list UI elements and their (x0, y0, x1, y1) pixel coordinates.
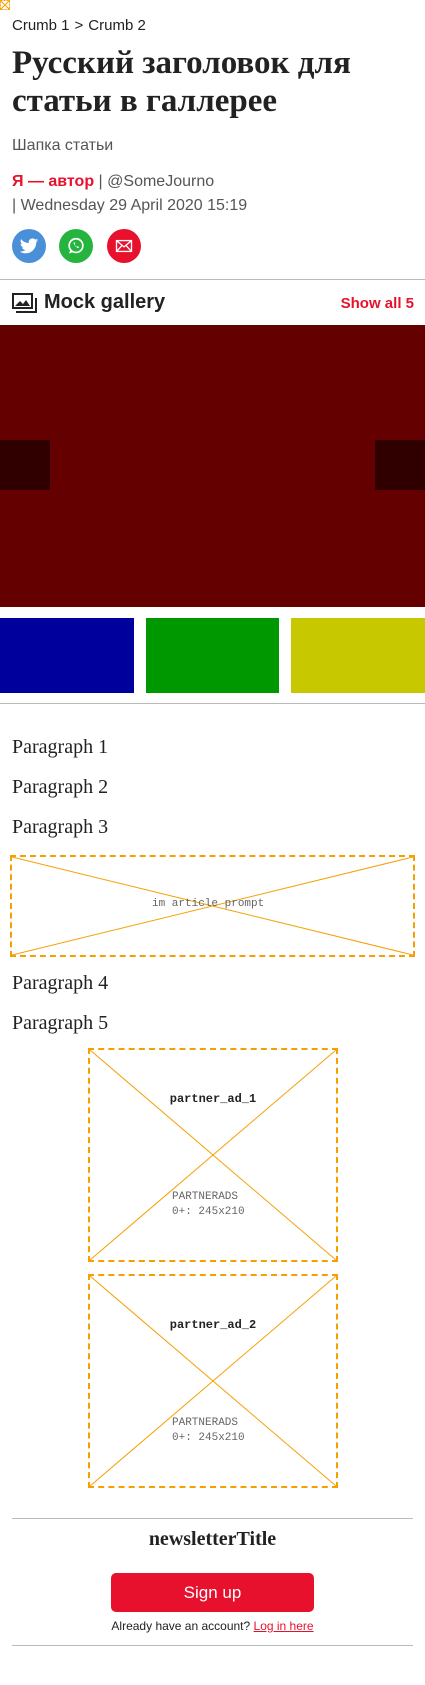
gallery-next-button[interactable] (375, 440, 425, 490)
gallery-header: Mock gallery Show all 5 (12, 289, 414, 319)
partner-ad-1[interactable]: partner_ad_1 PARTNERADS 0+: 245x210 (88, 1048, 338, 1262)
ad-name: partner_ad_2 (169, 1318, 257, 1332)
divider (0, 279, 425, 280)
account-prompt-text: Already have an account? (111, 1619, 251, 1633)
share-buttons (12, 229, 150, 263)
paragraph-1: Paragraph 1 (12, 736, 109, 758)
signup-button[interactable]: Sign up (111, 1573, 314, 1612)
divider (0, 703, 425, 704)
share-whatsapp-button[interactable] (59, 229, 94, 263)
ad-size-label: PARTNERADS 0+: 245x210 (172, 1191, 245, 1218)
gallery-thumbnail-2[interactable] (146, 618, 279, 693)
broken-image-icon (0, 0, 10, 10)
ad-size-label: PARTNERADS 0+: 245x210 (172, 1417, 245, 1444)
breadcrumb-separator: > (74, 17, 84, 34)
share-twitter-button[interactable] (12, 229, 46, 263)
gallery-title: Mock gallery (44, 291, 166, 313)
paragraph-5: Paragraph 5 (12, 1012, 109, 1034)
divider (12, 1645, 413, 1646)
article-prompt-ad: im article prompt (10, 855, 415, 957)
twitter-icon (19, 238, 39, 254)
byline: Я — автор | @SomeJourno | Wednesday 29 A… (12, 170, 312, 218)
login-link[interactable]: Log in here (253, 1619, 314, 1633)
ad-name: partner_ad_1 (169, 1092, 257, 1106)
ad-placeholder-label: im article prompt (152, 898, 265, 910)
show-all-link[interactable]: Show all 5 (340, 295, 414, 312)
gallery-icon (12, 293, 37, 313)
placeholder-cross-icon (90, 1276, 336, 1486)
breadcrumb-item-1[interactable]: Crumb 1 (12, 17, 70, 34)
gallery-prev-button[interactable] (0, 440, 50, 490)
twitter-handle: | @SomeJourno (98, 173, 215, 190)
login-prompt: Already have an account? Log in here (0, 1619, 425, 1633)
divider (12, 1518, 413, 1519)
paragraph-3: Paragraph 3 (12, 816, 109, 838)
gallery-thumbnail-3[interactable] (291, 618, 425, 693)
author-link[interactable]: Я — автор (12, 173, 95, 190)
partner-ad-2[interactable]: partner_ad_2 PARTNERADS 0+: 245x210 (88, 1274, 338, 1488)
gallery-main-image[interactable] (0, 325, 425, 607)
breadcrumb: Crumb 1>Crumb 2 (12, 17, 146, 34)
share-email-button[interactable] (106, 229, 141, 263)
publish-date: | Wednesday 29 April 2020 15:19 (12, 197, 248, 214)
article-standfirst: Шапка статьи (12, 137, 114, 154)
placeholder-cross-icon (90, 1050, 336, 1260)
paragraph-2: Paragraph 2 (12, 776, 109, 798)
article-title: Русский заголовок для статьи в галлерее (12, 45, 351, 119)
gallery-thumbnail-1[interactable] (0, 618, 134, 693)
whatsapp-icon (68, 237, 85, 254)
placeholder-cross-icon (12, 857, 413, 955)
mail-icon (115, 239, 133, 253)
breadcrumb-item-2[interactable]: Crumb 2 (88, 17, 146, 34)
paragraph-4: Paragraph 4 (12, 972, 109, 994)
newsletter-title: newsletterTitle (148, 1528, 277, 1550)
